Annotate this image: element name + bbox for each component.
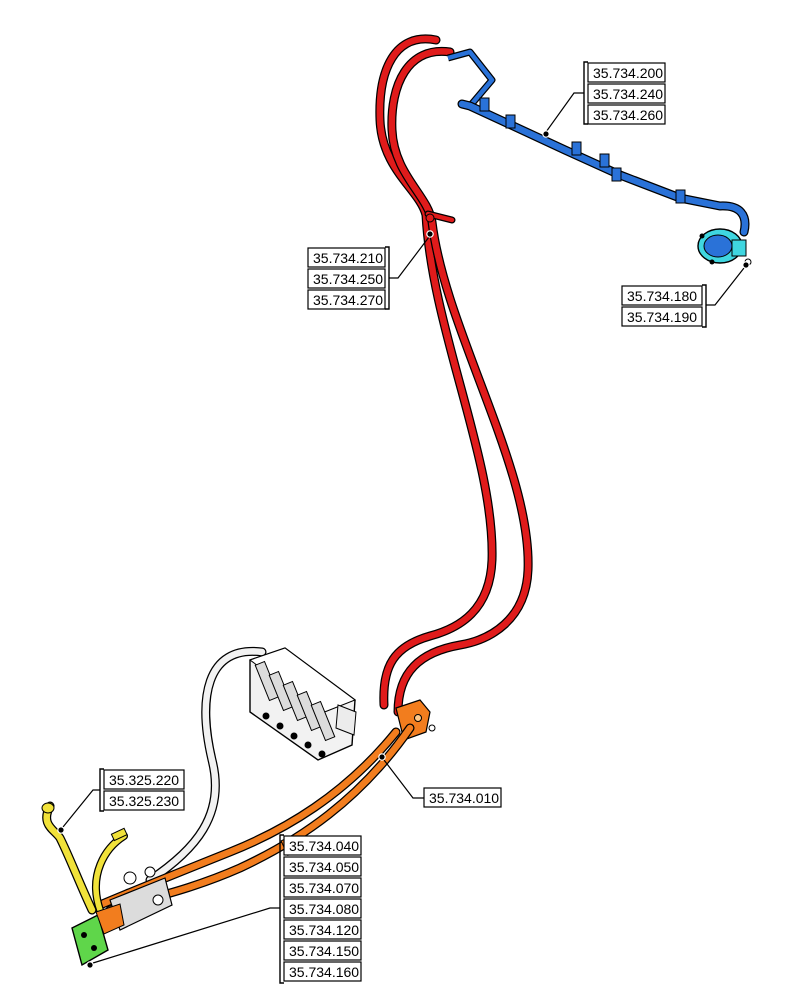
part-number-label: 35.734.070 bbox=[289, 880, 359, 896]
part-number-label: 35.734.050 bbox=[289, 859, 359, 875]
leader-dot bbox=[742, 261, 750, 269]
manifold-assembly bbox=[71, 866, 173, 967]
part-number-label: 35.734.160 bbox=[289, 964, 359, 980]
callout-crossover-group: 35.734.210 35.734.250 35.734.270 bbox=[307, 230, 434, 310]
callout-return-group: 35.734.200 35.734.240 35.734.260 bbox=[542, 61, 666, 138]
leader-dot bbox=[426, 230, 434, 238]
return-pipe-assembly bbox=[447, 48, 752, 266]
pilot-hose-assembly bbox=[41, 801, 128, 915]
part-number-label: 35.734.150 bbox=[289, 943, 359, 959]
leader-dot bbox=[86, 961, 94, 969]
part-number-label: 35.734.260 bbox=[593, 107, 663, 123]
part-number-label: 35.325.230 bbox=[109, 793, 179, 809]
filter-housing bbox=[697, 228, 752, 266]
part-number-label: 35.734.010 bbox=[429, 790, 499, 806]
callout-filter-group: 35.734.180 35.734.190 bbox=[621, 261, 750, 328]
leader-dot bbox=[378, 753, 386, 761]
part-number-label: 35.734.250 bbox=[313, 271, 383, 287]
part-number-label: 35.734.120 bbox=[289, 922, 359, 938]
control-valve-assembly bbox=[145, 646, 357, 885]
part-number-label: 35.734.040 bbox=[289, 838, 359, 854]
leader-dot bbox=[57, 826, 65, 834]
leader-dot bbox=[542, 130, 550, 138]
pressure-hose-pair bbox=[375, 34, 533, 717]
control-valve-block bbox=[248, 647, 357, 761]
manifold-block bbox=[71, 903, 125, 967]
part-number-label: 35.734.180 bbox=[627, 288, 697, 304]
part-number-label: 35.734.200 bbox=[593, 65, 663, 81]
part-number-label: 35.734.270 bbox=[313, 292, 383, 308]
part-number-label: 35.734.240 bbox=[593, 86, 663, 102]
callout-manifold-group: 35.734.040 35.734.050 35.734.070 35.734.… bbox=[86, 834, 362, 984]
part-number-label: 35.325.220 bbox=[109, 772, 179, 788]
part-number-label: 35.734.190 bbox=[627, 309, 697, 325]
part-number-label: 35.734.210 bbox=[313, 250, 383, 266]
callout-supply-group: 35.734.010 bbox=[378, 753, 502, 808]
callout-pilot-group: 35.325.220 35.325.230 bbox=[57, 768, 185, 834]
part-number-label: 35.734.080 bbox=[289, 901, 359, 917]
